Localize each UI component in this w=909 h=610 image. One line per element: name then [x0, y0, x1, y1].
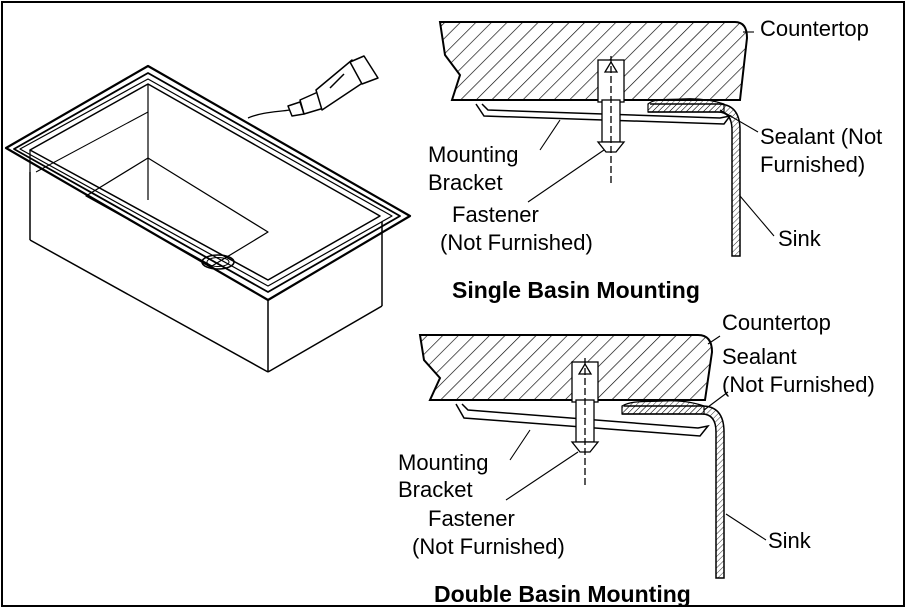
countertop — [418, 334, 714, 401]
countertop-label: Countertop — [760, 16, 869, 41]
sink-label: Sink — [778, 226, 822, 251]
sealant-label-2: (Not Furnished) — [722, 372, 875, 397]
bracket-label: Mounting — [398, 450, 489, 475]
sink-illustration-icon — [4, 64, 412, 373]
fastener-label-2: (Not Furnished) — [440, 230, 593, 255]
double-basin-section: Countertop Sealant (Not Furnished) Mount… — [398, 310, 875, 607]
sealant-label: Sealant — [722, 344, 797, 369]
double-caption: Double Basin Mounting — [434, 581, 691, 607]
countertop-label: Countertop — [722, 310, 831, 335]
bracket-label: Mounting — [428, 142, 519, 167]
sink-wall — [622, 405, 725, 579]
sink-wall — [648, 103, 741, 257]
fastener-label-2: (Not Furnished) — [412, 534, 565, 559]
single-basin-section: Countertop Sealant (Not Furnished) Mount… — [428, 16, 882, 303]
bracket-label-2: Bracket — [428, 170, 503, 195]
countertop — [438, 21, 749, 101]
sealant-tube-icon — [247, 55, 379, 119]
sink-label: Sink — [768, 528, 812, 553]
sealant-label: Sealant (Not — [760, 124, 882, 149]
single-caption: Single Basin Mounting — [452, 277, 700, 303]
fastener-screw-icon — [596, 56, 626, 186]
fastener-label: Fastener — [428, 506, 515, 531]
fastener-label: Fastener — [452, 202, 539, 227]
fastener-screw-icon — [570, 358, 600, 488]
bracket-label-2: Bracket — [398, 477, 473, 502]
sealant-label-2: Furnished) — [760, 152, 865, 177]
